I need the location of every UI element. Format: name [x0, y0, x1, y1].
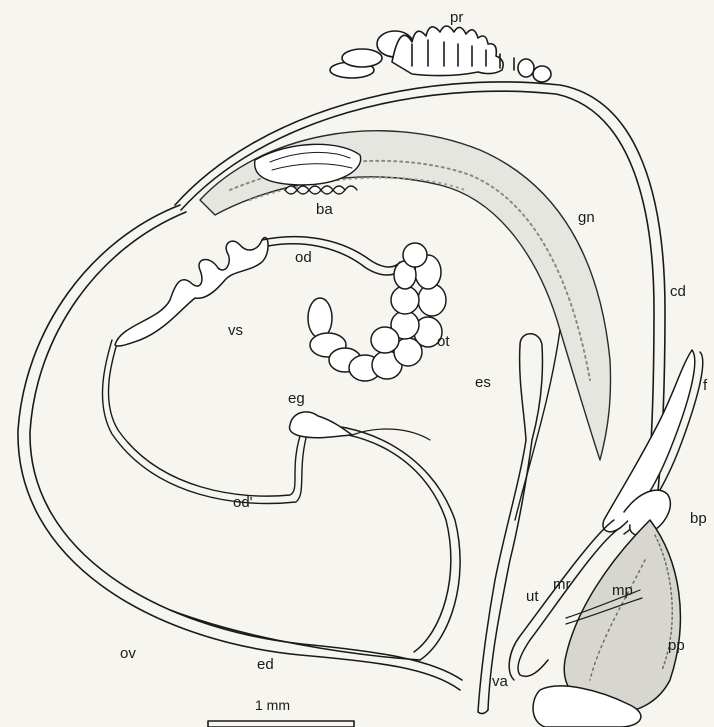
label-od-prime: od': [233, 494, 253, 511]
od-prime-duct: [102, 340, 306, 503]
seminal-vesicle: [115, 237, 402, 346]
prostate-gland: [330, 26, 551, 82]
label-pp: pp: [668, 637, 685, 654]
scale-bar: [208, 721, 354, 727]
label-ed: ed: [257, 656, 274, 673]
label-ov: ov: [120, 645, 136, 662]
ejaculatory-duct: [170, 424, 460, 660]
label-od: od: [295, 249, 312, 266]
label-mp: mp: [612, 582, 633, 599]
eg-structure: [289, 412, 430, 440]
label-eg: eg: [288, 390, 305, 407]
label-bp: bp: [690, 510, 707, 527]
label-gn: gn: [578, 209, 595, 226]
label-f: f: [703, 377, 708, 394]
label-vs: vs: [228, 322, 243, 339]
scale-bar-label: 1 mm: [255, 697, 290, 713]
label-ot: ot: [437, 333, 450, 350]
label-es: es: [475, 374, 491, 391]
label-pr: pr: [450, 9, 463, 26]
label-va: va: [492, 673, 509, 690]
label-ba: ba: [316, 201, 333, 218]
label-cd: cd: [670, 283, 686, 300]
label-ut: ut: [526, 588, 539, 605]
vagina-duct: [515, 330, 560, 520]
label-mr: mr: [553, 576, 571, 593]
